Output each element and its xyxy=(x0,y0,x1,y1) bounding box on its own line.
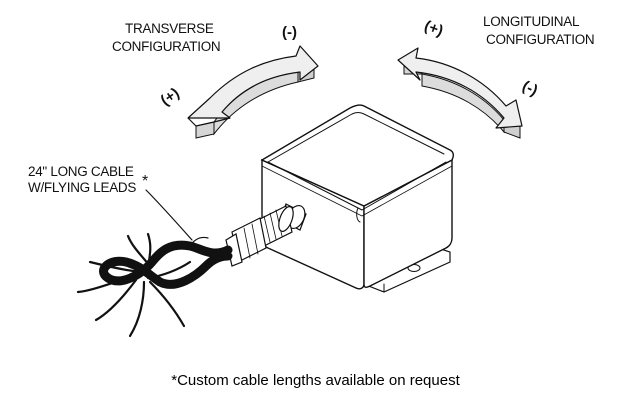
longitudinal-minus-sign: (-) xyxy=(520,78,541,100)
cable-label-line1: 24" LONG CABLE xyxy=(28,164,134,179)
transverse-label-line2: CONFIGURATION xyxy=(112,39,220,54)
cable xyxy=(99,236,233,289)
footnote: *Custom cable lengths available on reque… xyxy=(171,372,460,389)
cable-connector xyxy=(225,203,307,267)
longitudinal-label-line2: CONFIGURATION xyxy=(486,32,594,47)
transverse-minus-sign: (-) xyxy=(282,24,297,41)
longitudinal-rotation-arrow xyxy=(397,47,523,139)
sensor-housing xyxy=(260,104,455,293)
transverse-plus-sign: (+) xyxy=(158,85,183,110)
flying-leads xyxy=(76,232,192,338)
transverse-rotation-arrow xyxy=(187,45,319,139)
cable-label-line2: W/FLYING LEADS xyxy=(28,180,136,195)
longitudinal-label-line1: LONGITUDINAL xyxy=(483,14,580,29)
cable-leader-line xyxy=(145,189,193,241)
cable-label-asterisk: * xyxy=(142,173,148,190)
longitudinal-plus-sign: (+) xyxy=(422,17,445,39)
transverse-label-line1: TRANSVERSE xyxy=(125,21,214,36)
